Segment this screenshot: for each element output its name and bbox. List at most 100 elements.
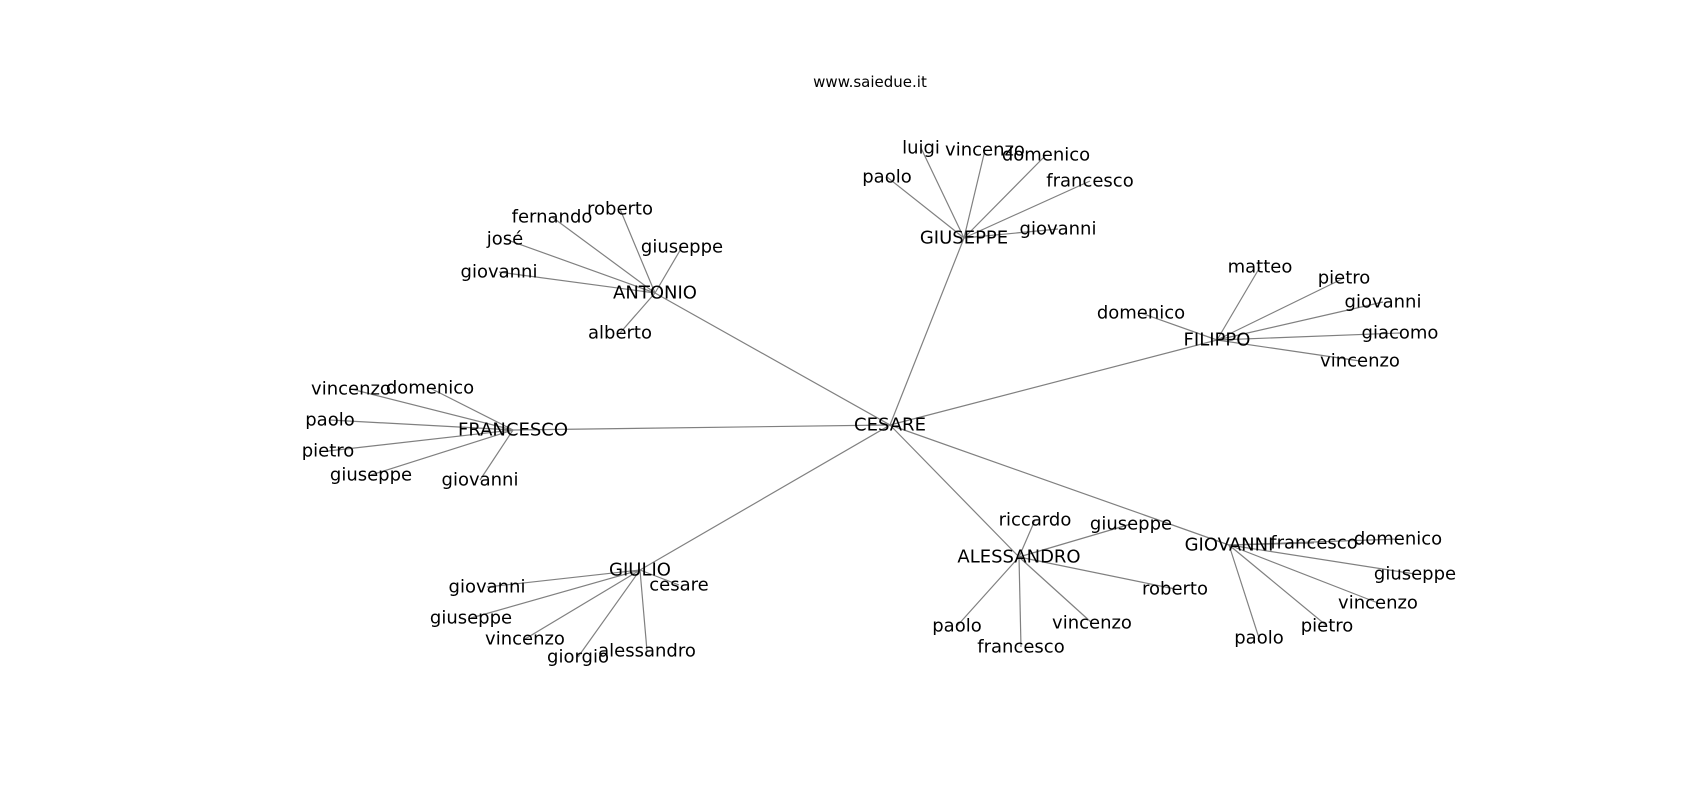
edge-giulio-giovanni bbox=[486, 569, 641, 588]
leaf-node-label: giuseppe bbox=[641, 237, 723, 258]
leaf-node-label: giovanni bbox=[449, 577, 526, 598]
edge-root-alessandro bbox=[889, 424, 1020, 558]
edge-giuseppe-domenico bbox=[963, 154, 1047, 239]
leaf-node-label: josé bbox=[486, 229, 523, 250]
leaf-node-label: vincenzo bbox=[1052, 613, 1132, 634]
leaf-node-label: giuseppe bbox=[430, 608, 512, 629]
leaf-node-label: giovanni bbox=[461, 262, 538, 283]
group-node-label-antonio: ANTONIO bbox=[613, 283, 697, 304]
leaf-node-label: pietro bbox=[1318, 268, 1371, 289]
leaf-node-label: paolo bbox=[932, 616, 981, 637]
edge-root-giovanni bbox=[889, 424, 1230, 546]
leaf-node-label: alessandro bbox=[598, 641, 696, 662]
edge-alessandro-vincenzo bbox=[1018, 556, 1093, 624]
edge-giuseppe-francesco bbox=[963, 180, 1091, 239]
leaf-node-label: fernando bbox=[512, 207, 593, 228]
leaf-node-label: giuseppe bbox=[1374, 564, 1456, 585]
leaf-node-label: giuseppe bbox=[1090, 514, 1172, 535]
leaf-node-label: pietro bbox=[302, 441, 355, 462]
edge-giovanni-paolo bbox=[1228, 544, 1260, 639]
edge-antonio-giovanni bbox=[498, 271, 656, 294]
edge-filippo-matteo bbox=[1216, 266, 1261, 341]
edge-giulio-alessandro bbox=[639, 569, 648, 652]
edge-alessandro-giuseppe bbox=[1018, 523, 1132, 558]
group-node-label-giulio: GIULIO bbox=[609, 560, 671, 581]
edge-antonio-josé bbox=[504, 238, 656, 294]
leaf-node-label: roberto bbox=[587, 199, 653, 220]
leaf-node-label: giovanni bbox=[442, 470, 519, 491]
leaf-node-label: giovanni bbox=[1345, 292, 1422, 313]
group-node-label-alessandro: ALESSANDRO bbox=[957, 547, 1080, 568]
leaf-node-label: vincenzo bbox=[1320, 351, 1400, 372]
edge-root-giulio bbox=[639, 424, 891, 571]
edge-antonio-roberto bbox=[619, 208, 656, 294]
leaf-node-label: cesare bbox=[649, 575, 708, 596]
edge-alessandro-roberto bbox=[1018, 556, 1176, 590]
leaf-node-label: vincenzo bbox=[311, 379, 391, 400]
edge-filippo-giovanni bbox=[1216, 301, 1384, 341]
edge-francesco-vincenzo bbox=[350, 388, 514, 431]
group-node-label-giovanni: GIOVANNI bbox=[1185, 535, 1274, 556]
edge-alessandro-paolo bbox=[956, 556, 1020, 627]
edge-giovanni-pietro bbox=[1228, 544, 1328, 627]
leaf-node-label: matteo bbox=[1228, 257, 1293, 278]
leaf-node-label: vincenzo bbox=[945, 140, 1025, 161]
edge-filippo-domenico bbox=[1140, 312, 1218, 341]
leaf-node-label: alberto bbox=[588, 323, 652, 344]
edge-antonio-fernando bbox=[551, 216, 656, 294]
group-node-label-filippo: FILIPPO bbox=[1184, 330, 1251, 351]
leaf-node-label: giuseppe bbox=[330, 465, 412, 486]
edge-root-francesco bbox=[512, 424, 891, 431]
edge-alessandro-francesco bbox=[1018, 556, 1022, 648]
edge-giuseppe-giovanni bbox=[963, 228, 1059, 239]
edge-giulio-giorgio bbox=[577, 569, 641, 658]
leaf-node-label: paolo bbox=[305, 410, 354, 431]
edge-francesco-pietro bbox=[327, 429, 514, 452]
leaf-node-label: paolo bbox=[1234, 628, 1283, 649]
edge-giuseppe-vincenzo bbox=[963, 149, 986, 239]
leaf-node-label: giacomo bbox=[1362, 323, 1439, 344]
edge-francesco-domenico bbox=[429, 387, 514, 431]
root-node-label: CESARE bbox=[854, 415, 926, 436]
leaf-node-label: domenico bbox=[1097, 303, 1185, 324]
leaf-node-label: paolo bbox=[862, 167, 911, 188]
leaf-node-label: domenico bbox=[1354, 529, 1442, 550]
leaf-node-label: domenico bbox=[1002, 145, 1090, 166]
edge-giovanni-domenico bbox=[1228, 538, 1399, 546]
edge-filippo-vincenzo bbox=[1216, 339, 1361, 362]
leaf-node-label: luigi bbox=[902, 138, 940, 159]
edge-francesco-paolo bbox=[329, 419, 514, 431]
edge-root-filippo bbox=[889, 339, 1218, 426]
leaf-node-label: domenico bbox=[386, 378, 474, 399]
edge-root-antonio bbox=[654, 292, 891, 426]
edge-root-giuseppe bbox=[889, 237, 965, 426]
leaf-node-label: giovanni bbox=[1020, 219, 1097, 240]
edge-filippo-giacomo bbox=[1216, 332, 1401, 341]
group-node-label-giuseppe: GIUSEPPE bbox=[920, 228, 1008, 249]
edge-francesco-giuseppe bbox=[370, 429, 514, 476]
leaf-node-label: roberto bbox=[1142, 579, 1208, 600]
edge-antonio-giuseppe bbox=[654, 246, 683, 294]
edge-filippo-pietro bbox=[1216, 277, 1345, 341]
leaf-node-label: francesco bbox=[1270, 533, 1357, 554]
leaf-node-label: vincenzo bbox=[1338, 593, 1418, 614]
edge-giulio-giuseppe bbox=[470, 569, 641, 619]
group-node-label-francesco: FRANCESCO bbox=[458, 420, 568, 441]
edge-giulio-vincenzo bbox=[524, 569, 641, 640]
edge-giuseppe-luigi bbox=[920, 147, 965, 239]
edge-alessandro-riccardo bbox=[1018, 519, 1036, 558]
leaf-node-label: vincenzo bbox=[485, 629, 565, 650]
leaf-node-label: pietro bbox=[1301, 616, 1354, 637]
leaf-node-label: francesco bbox=[1046, 171, 1133, 192]
edge-giovanni-vincenzo bbox=[1228, 544, 1379, 604]
leaf-node-label: francesco bbox=[977, 637, 1064, 658]
edge-giovanni-giuseppe bbox=[1228, 544, 1416, 575]
edge-giulio-cesare bbox=[639, 569, 680, 586]
leaf-node-label: riccardo bbox=[999, 510, 1072, 531]
edge-antonio-alberto bbox=[619, 292, 656, 334]
edge-francesco-giovanni bbox=[479, 429, 514, 481]
watermark-text: www.saiedue.it bbox=[813, 73, 927, 91]
leaf-node-label: giorgio bbox=[547, 647, 609, 668]
